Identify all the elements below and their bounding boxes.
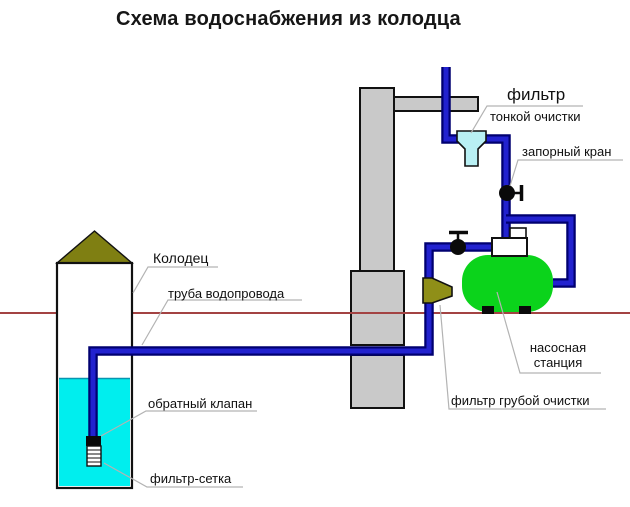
leader-fine-filter [470,105,583,134]
pump-valve-body [450,239,466,255]
leader-shutoff-valve [509,159,623,187]
fine-filter-label: фильтр [507,85,566,104]
leader-check-valve [100,410,257,437]
check-valve-label: обратный клапан [148,396,253,411]
tank-foot-left [482,306,494,314]
well-label: Колодец [153,250,209,266]
pump-station-label-line1: насосная [529,340,587,355]
tank-foot-right [519,306,531,314]
shutoff-valve-label: запорный кран [522,144,612,159]
wall-column-upper [359,87,395,272]
wall-column-middle [350,270,405,346]
wall-column-lower [350,354,405,409]
pump-tank [462,255,553,312]
fine-filter-sublabel: тонкой очистки [490,109,581,124]
coarse-filter-funnel [422,277,453,304]
pump-station-label-line2: станция [533,354,583,370]
check-valve [86,436,101,446]
well-roof [55,230,134,264]
mesh-filter [86,445,102,467]
leader-mesh-filter [103,462,243,488]
coarse-filter-label: фильтр грубой очистки [451,393,590,408]
diagram-title: Схема водоснабжения из колодца [116,8,461,30]
leader-water-pipe [141,299,302,346]
mesh-filter-label: фильтр-сетка [150,471,232,486]
water-pipe-label: труба водопровода [168,286,285,301]
leader-pump-station [496,291,601,374]
wall-bracket [393,96,479,112]
tank-loop-pipe [506,216,574,286]
shutoff-valve-body [499,185,515,201]
leader-coarse-filter [439,304,606,410]
pump-head [491,237,528,257]
mesh-filter-lines [87,449,101,463]
fine-filter-funnel [456,130,487,167]
pump-station-label: насосная станция [512,340,604,370]
leader-well [132,266,218,294]
